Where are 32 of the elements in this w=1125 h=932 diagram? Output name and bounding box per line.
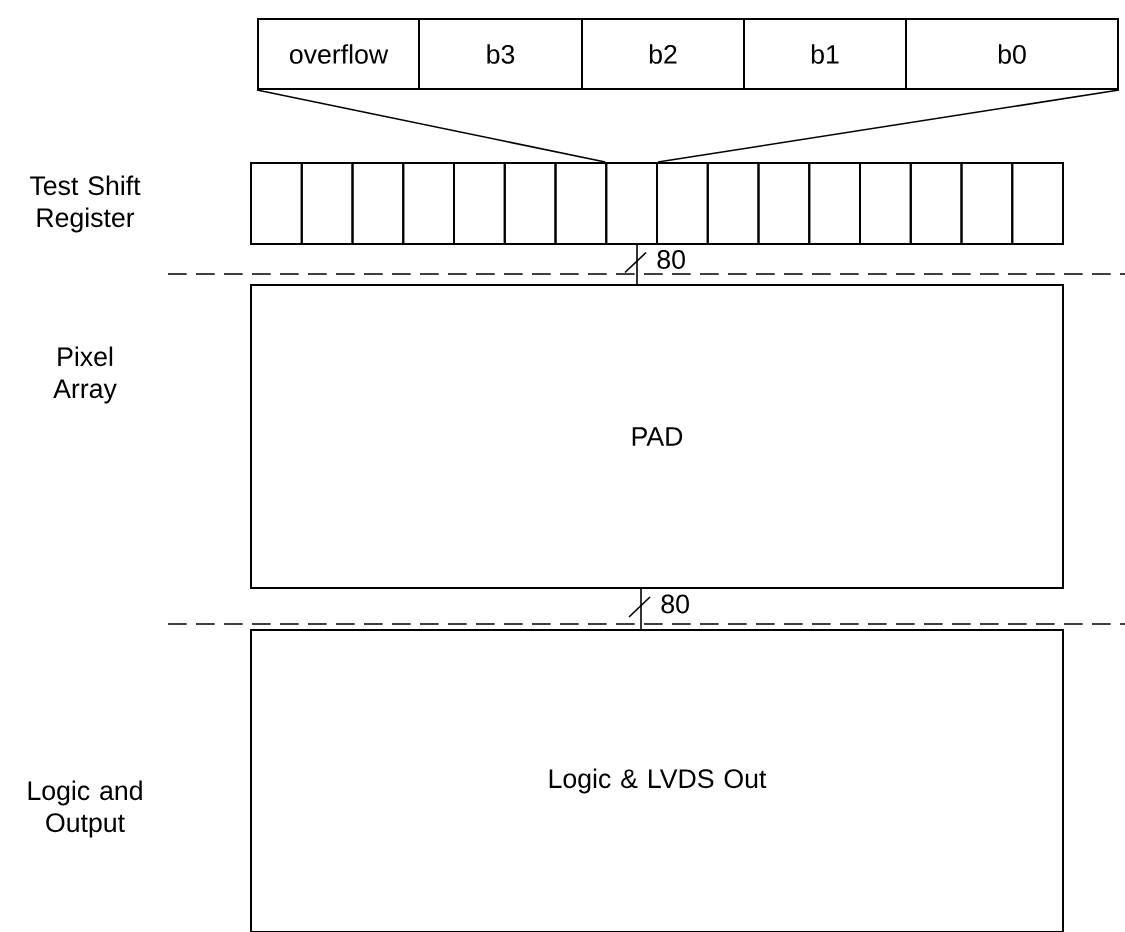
block-box: Logic & LVDS Out [250, 629, 1064, 932]
bit-field-cell: b3 [418, 18, 583, 90]
register-cell [250, 162, 303, 245]
bus-line [640, 588, 642, 630]
bus-width-label: 80 [661, 594, 689, 614]
register-cell [605, 162, 658, 245]
bus-line [636, 244, 638, 285]
register-cell [554, 162, 608, 245]
register-cell [351, 162, 405, 245]
register-cell [757, 162, 811, 245]
row-label: Logic and Output [28, 780, 142, 838]
register-cell [503, 162, 557, 245]
register-cell [808, 162, 861, 245]
row-label: Test Shift Register [30, 175, 141, 233]
bit-field-cell: b0 [905, 18, 1119, 90]
block-box: PAD [250, 284, 1064, 589]
register-cell [859, 162, 912, 245]
register-cell [402, 162, 455, 245]
register-cell [656, 162, 709, 245]
bit-field-cell: overflow [257, 18, 420, 90]
register-cell [706, 162, 760, 245]
register-cell [909, 162, 963, 245]
register-cell [453, 162, 506, 245]
zoom-line [657, 89, 1120, 163]
register-cell [1011, 162, 1064, 245]
zoom-line [256, 89, 607, 163]
row-label: Pixel Array [53, 346, 117, 404]
register-cell [960, 162, 1014, 245]
bit-field-cell: b2 [581, 18, 745, 90]
bus-width-label: 80 [657, 250, 685, 269]
bit-field-cell: b1 [743, 18, 907, 90]
register-cell [300, 162, 354, 245]
